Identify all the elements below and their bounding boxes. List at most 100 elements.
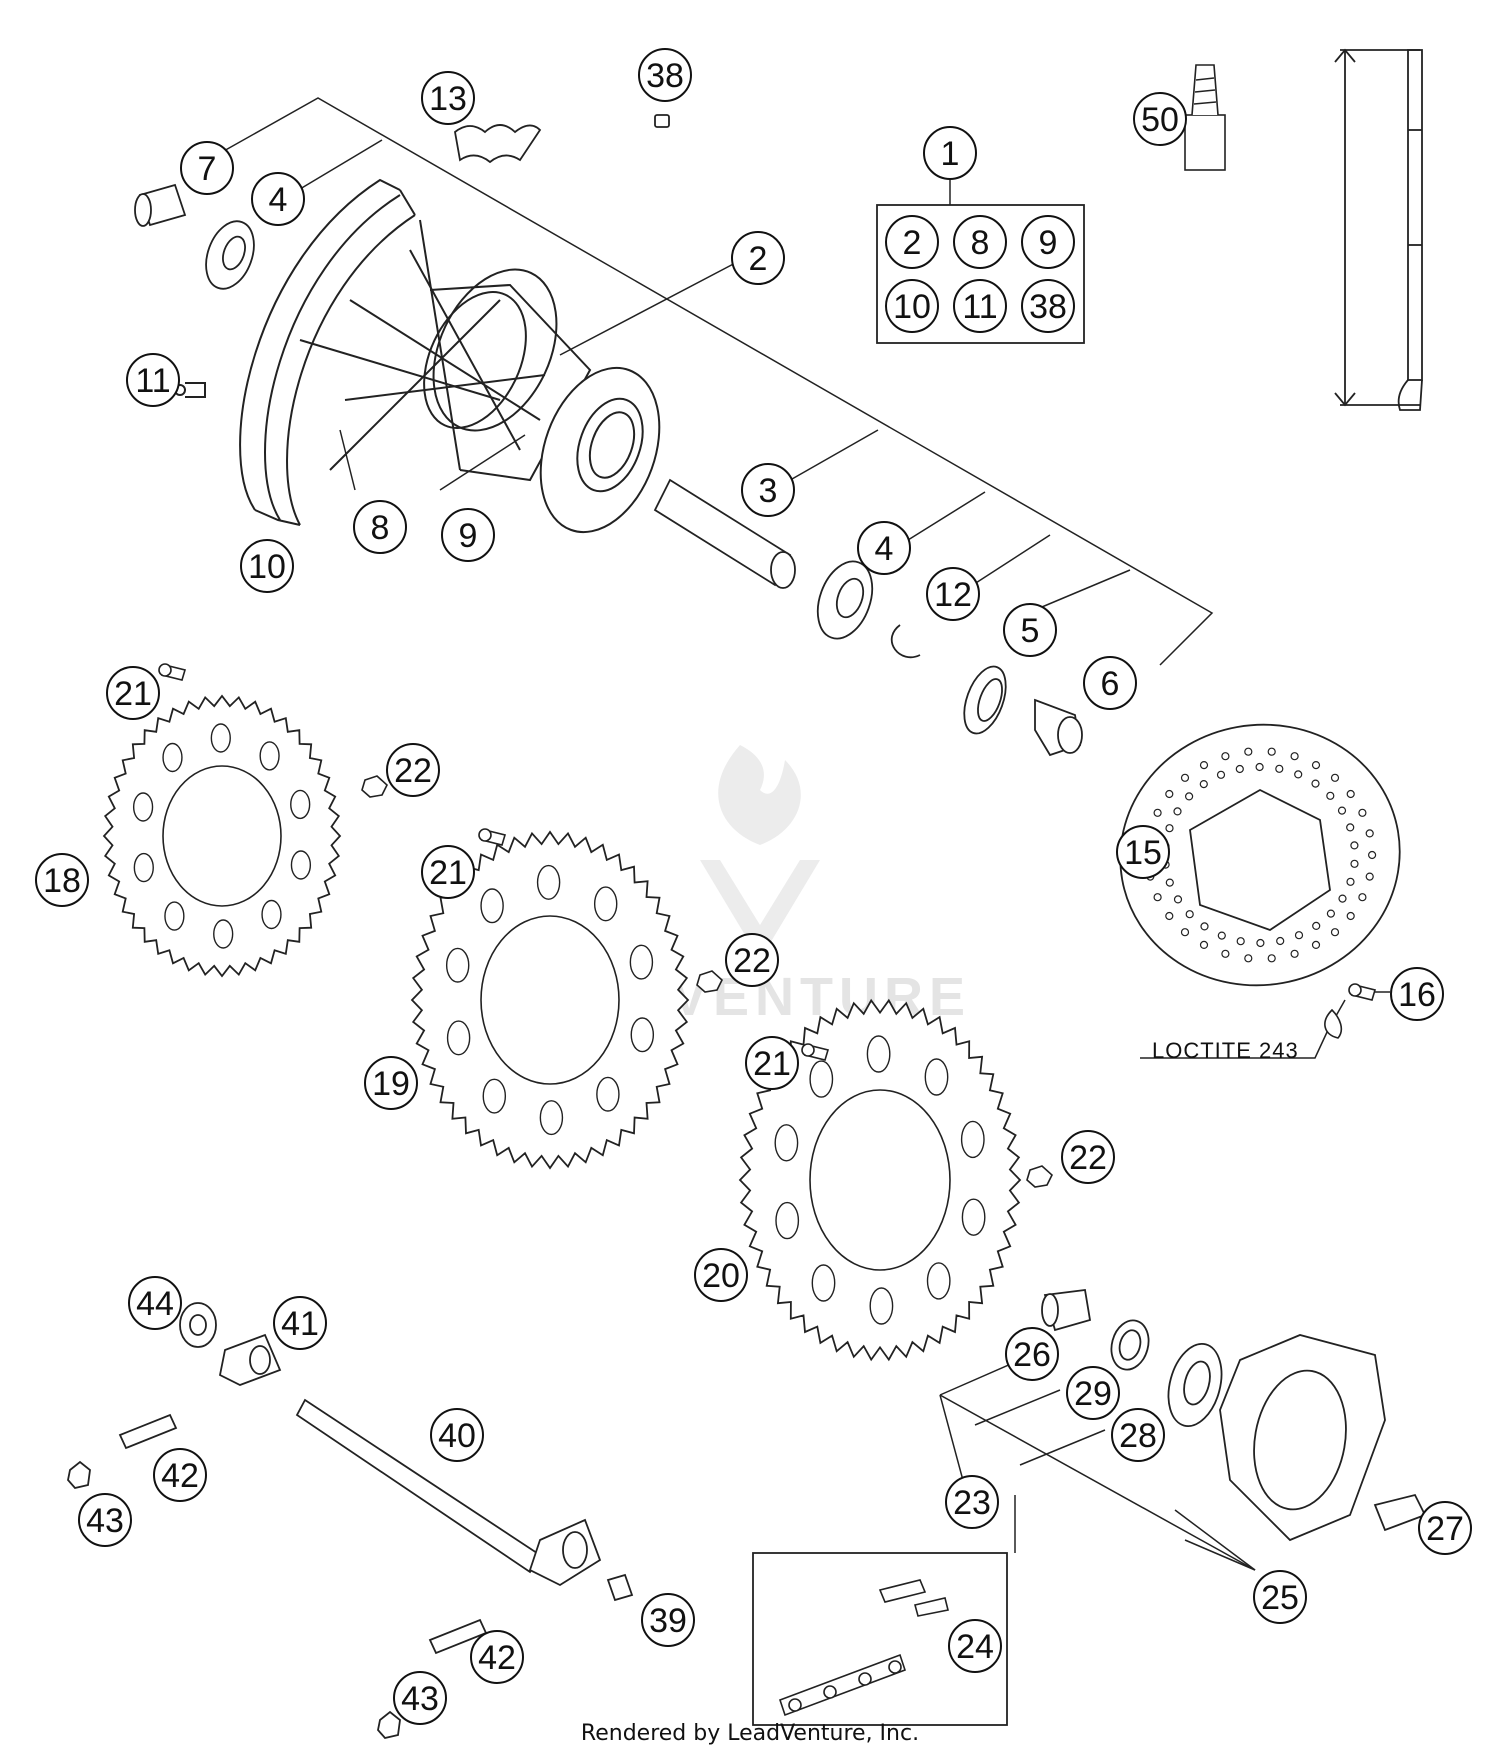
disc-vent-hole — [1311, 779, 1320, 788]
disc-vent-hole — [1294, 931, 1304, 940]
callout-number: 21 — [429, 854, 467, 892]
sprocket-lightening-hole — [630, 1017, 655, 1053]
sprocket-center-bore — [480, 915, 620, 1085]
callout-number: 8 — [371, 509, 390, 547]
callout-38: 38 — [638, 48, 692, 102]
callout-circle — [731, 231, 785, 285]
axle-adjuster-drawing — [67, 1302, 634, 1739]
sprocket-20 — [738, 998, 1022, 1362]
disc-vent-hole — [1358, 808, 1367, 817]
sprocket-teeth — [738, 998, 1022, 1362]
callout-number: 44 — [136, 1285, 174, 1323]
callout-circle — [1061, 1130, 1115, 1184]
disc-vent-hole — [1267, 747, 1276, 756]
sprocket-lightening-hole — [259, 741, 280, 771]
sprocket-lightening-hole — [596, 1076, 620, 1112]
callout-16: 16 — [1390, 967, 1444, 1021]
callout-circle — [78, 1493, 132, 1547]
sprocket-lightening-hole — [213, 919, 234, 949]
callout-circle — [421, 71, 475, 125]
sprocket-18 — [102, 694, 342, 978]
disc-vent-hole — [1338, 894, 1347, 903]
callout-circle — [153, 1448, 207, 1502]
disc-vent-hole — [1173, 807, 1182, 816]
callout-circle — [353, 500, 407, 554]
callout-number: 1 — [941, 135, 960, 173]
disc-vent-hole — [1346, 877, 1355, 886]
callout-number: 42 — [478, 1639, 516, 1677]
callout-circle — [741, 463, 795, 517]
callout-number: 19 — [372, 1065, 410, 1103]
callout-number: 21 — [753, 1045, 791, 1083]
disc-vent-hole — [1236, 937, 1245, 946]
callout-18: 18 — [35, 853, 89, 907]
kit-item-circle — [953, 215, 1007, 269]
callout-circle — [1390, 967, 1444, 1021]
disc-vent-hole — [1165, 824, 1174, 833]
callout-22: 22 — [1061, 1130, 1115, 1184]
kit-item-38: 38 — [1021, 279, 1075, 333]
callout-number: 20 — [702, 1257, 740, 1295]
callout-21: 21 — [106, 666, 160, 720]
disc-vent-hole — [1184, 792, 1194, 801]
callout-22: 22 — [386, 743, 440, 797]
callout-circle — [1066, 1366, 1120, 1420]
callout-circle — [745, 1036, 799, 1090]
callout-24: 24 — [948, 1619, 1002, 1673]
callout-number: 40 — [438, 1417, 476, 1455]
sprocket-lightening-hole — [961, 1198, 986, 1236]
disc-vent-hole — [1358, 893, 1367, 902]
disc-vent-hole — [1267, 954, 1276, 963]
rear-wheel-drawing — [174, 178, 661, 534]
sprocket-lightening-hole — [774, 1124, 799, 1162]
callout-circle — [180, 141, 234, 195]
callout-25: 25 — [1253, 1570, 1307, 1624]
sprocket-lightening-hole — [261, 899, 282, 930]
callout-circle — [470, 1630, 524, 1684]
callout-5: 5 — [1003, 603, 1057, 657]
callout-circle — [923, 126, 977, 180]
disc-vent-hole — [1217, 931, 1226, 940]
kit-item-number: 11 — [962, 288, 997, 326]
sprocket-carrier-drawing — [1041, 1288, 1427, 1542]
sprocket-lightening-hole — [210, 723, 231, 753]
kit-item-circle — [953, 279, 1007, 333]
kit-item-number: 38 — [1029, 288, 1067, 326]
disc-vent-hole — [1346, 823, 1355, 832]
callout-number: 28 — [1119, 1417, 1157, 1455]
disc-vent-hole — [1255, 762, 1264, 772]
callout-50: 50 — [1133, 92, 1187, 146]
spoke-gauge-drawing — [1334, 48, 1423, 411]
callout-circle — [641, 1593, 695, 1647]
disc-vent-hole — [1165, 878, 1174, 887]
loctite-bottle-drawing — [1184, 64, 1226, 171]
sprocket-lightening-hole — [482, 1078, 507, 1114]
callout-23: 23 — [945, 1475, 999, 1529]
callout-number: 6 — [1101, 665, 1120, 703]
disc-vent-hole — [1312, 921, 1321, 931]
sprocket-lightening-hole — [924, 1058, 949, 1096]
sprocket-lightening-hole — [133, 852, 154, 883]
disc-vent-hole — [1153, 808, 1162, 817]
callout-number: 11 — [135, 362, 170, 400]
disc-vent-hole — [1365, 872, 1374, 881]
callout-number: 29 — [1074, 1375, 1112, 1413]
disc-vent-hole — [1294, 770, 1303, 779]
callout-circle — [273, 1296, 327, 1350]
disc-vent-hole — [1173, 895, 1183, 904]
disc-vent-hole — [1256, 938, 1265, 948]
callout-number: 2 — [749, 240, 768, 278]
callout-3: 3 — [741, 463, 795, 517]
kit-item-number: 2 — [903, 224, 922, 262]
disc-vent-hole — [1330, 928, 1340, 937]
callout-4: 4 — [857, 521, 911, 575]
callout-number: 10 — [248, 548, 286, 586]
sprockets-group — [102, 694, 1022, 1362]
callout-circle — [430, 1408, 484, 1462]
sprocket-teeth — [410, 830, 690, 1170]
callout-29: 29 — [1066, 1366, 1120, 1420]
callout-number: 38 — [646, 57, 684, 95]
callout-13: 13 — [421, 71, 475, 125]
